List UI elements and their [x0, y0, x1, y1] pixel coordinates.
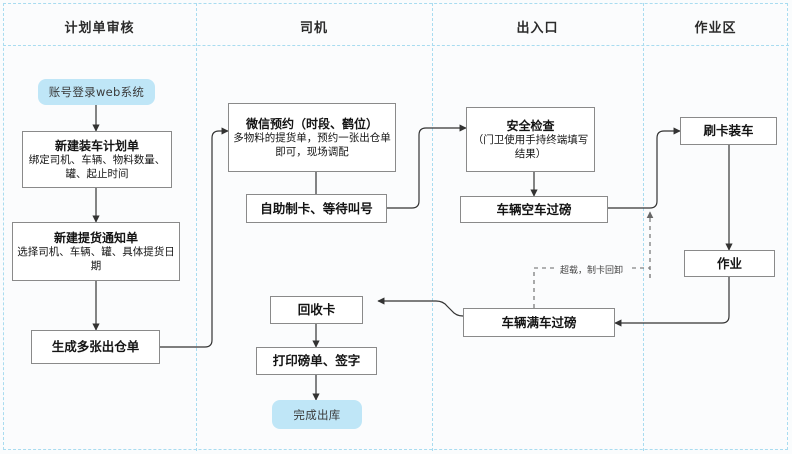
lane-title-driver: 司机 [299, 21, 328, 36]
lane-divider-1 [196, 3, 197, 451]
node-subtitle: 选择司机、车辆、罐、具体提货日期 [17, 246, 175, 272]
edge-label-overload: 超载，制卡回卸 [560, 266, 624, 276]
node-title: 生成多张出仓单 [51, 339, 140, 354]
node-generate-outbound-orders[interactable]: 生成多张出仓单 [31, 330, 160, 364]
node-title: 微信预约（时段、鹤位） [245, 117, 378, 131]
lane-title-gate: 出入口 [516, 21, 559, 36]
node-subtitle: 多物料的提货单，预约一张出仓单即可，现场调配 [233, 132, 391, 158]
node-finish-outbound[interactable]: 完成出库 [272, 400, 362, 429]
node-self-service-card[interactable]: 自助制卡、等待叫号 [246, 194, 387, 223]
node-title: 安全检查 [506, 119, 555, 133]
lane-divider-3 [643, 3, 644, 451]
lane-header-divider [3, 45, 789, 46]
node-wechat-appointment[interactable]: 微信预约（时段、鹤位） 多物料的提货单，预约一张出仓单即可，现场调配 [228, 103, 396, 172]
node-weigh-full[interactable]: 车辆满车过磅 [463, 308, 615, 337]
node-title: 作业 [716, 255, 742, 271]
node-title: 新建提货通知单 [53, 231, 138, 245]
node-title: 完成出库 [293, 407, 341, 422]
lane-title-plan: 计划单审核 [64, 21, 135, 36]
lane-divider-2 [432, 3, 433, 451]
node-title: 车辆满车过磅 [501, 314, 577, 330]
node-operation[interactable]: 作业 [684, 250, 775, 277]
node-title: 刷卡装车 [703, 123, 754, 138]
node-title: 自助制卡、等待叫号 [260, 200, 373, 216]
node-subtitle: 绑定司机、车辆、物料数量、罐、起止时间 [28, 154, 166, 180]
node-print-weigh-slip[interactable]: 打印磅单、签字 [256, 347, 377, 375]
node-new-loading-plan[interactable]: 新建装车计划单 绑定司机、车辆、物料数量、罐、起止时间 [22, 131, 172, 188]
node-swipe-card-load[interactable]: 刷卡装车 [680, 117, 777, 145]
node-title: 车辆空车过磅 [496, 201, 572, 217]
node-subtitle: （门卫使用手持终端填写结果） [472, 134, 589, 160]
node-account-login[interactable]: 账号登录web系统 [38, 79, 155, 105]
node-title: 回收卡 [297, 302, 336, 317]
node-new-pickup-notice[interactable]: 新建提货通知单 选择司机、车辆、罐、具体提货日期 [12, 222, 180, 281]
node-safety-check[interactable]: 安全检查 （门卫使用手持终端填写结果） [466, 107, 595, 172]
node-recycle-card[interactable]: 回收卡 [270, 296, 363, 324]
node-weigh-empty[interactable]: 车辆空车过磅 [460, 196, 608, 223]
node-title: 账号登录web系统 [48, 85, 145, 99]
lane-title-work: 作业区 [694, 21, 737, 36]
node-title: 打印磅单、签字 [272, 353, 361, 368]
node-title: 新建装车计划单 [54, 139, 139, 153]
